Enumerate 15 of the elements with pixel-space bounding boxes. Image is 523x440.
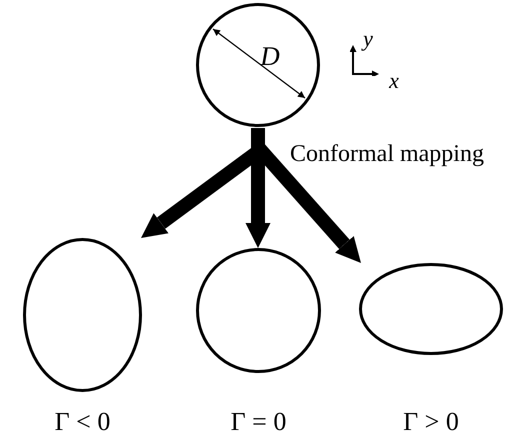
arrow xyxy=(246,166,270,248)
axis-label: x xyxy=(389,70,399,92)
arrow xyxy=(264,156,361,263)
node-label: Γ = 0 xyxy=(230,409,286,435)
arrow xyxy=(141,154,252,238)
axis-label: y xyxy=(363,28,373,50)
circle-outline xyxy=(196,248,321,373)
arrow-trunk xyxy=(242,128,276,166)
node-label: Γ > 0 xyxy=(403,409,459,435)
edge-label: Conformal mapping xyxy=(290,142,484,166)
dimension-label: D xyxy=(260,42,280,70)
ellipse-outline xyxy=(359,263,503,355)
ellipse-outline xyxy=(23,238,142,392)
circle-outline xyxy=(196,3,320,127)
node-label: Γ < 0 xyxy=(54,409,110,435)
